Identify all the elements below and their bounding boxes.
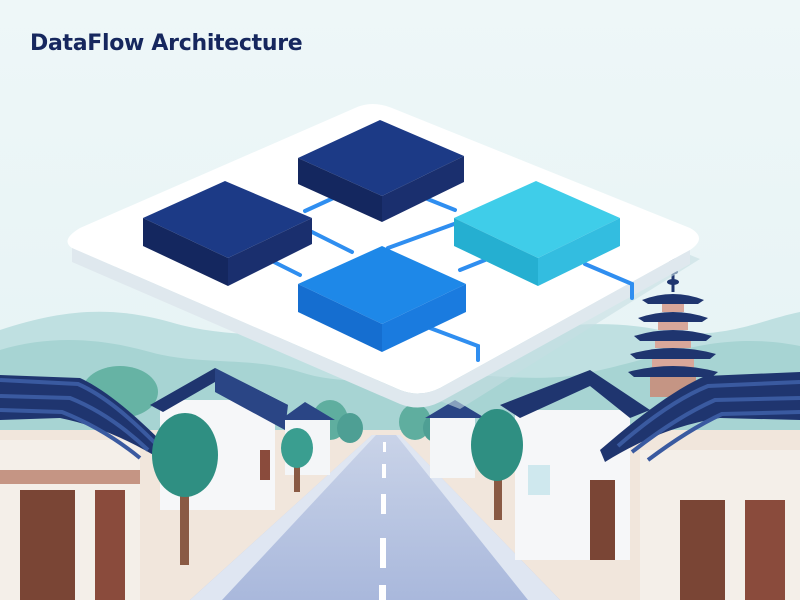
data-block-right bbox=[454, 181, 620, 286]
connector-lines bbox=[268, 193, 634, 362]
tree-icon bbox=[152, 413, 218, 565]
road-marking bbox=[383, 442, 386, 452]
tree-icon bbox=[471, 409, 523, 520]
connector bbox=[386, 222, 456, 250]
house-right-middle bbox=[500, 370, 650, 560]
house-right-front bbox=[600, 372, 800, 600]
road-marking bbox=[382, 464, 386, 478]
house-left-front bbox=[0, 375, 168, 600]
data-block-left bbox=[143, 181, 312, 286]
data-block-center bbox=[298, 246, 466, 352]
road-marking bbox=[379, 585, 386, 600]
house-right-small bbox=[425, 400, 485, 478]
tree-icon bbox=[281, 428, 313, 492]
road-marking bbox=[381, 494, 386, 514]
data-block-top bbox=[298, 120, 464, 222]
pagoda-icon bbox=[628, 250, 718, 397]
connector bbox=[423, 196, 457, 212]
connector bbox=[310, 230, 354, 254]
page-title: DataFlow Architecture bbox=[30, 31, 303, 56]
connector bbox=[583, 262, 634, 300]
connector bbox=[428, 326, 480, 362]
road-marking bbox=[380, 538, 386, 568]
